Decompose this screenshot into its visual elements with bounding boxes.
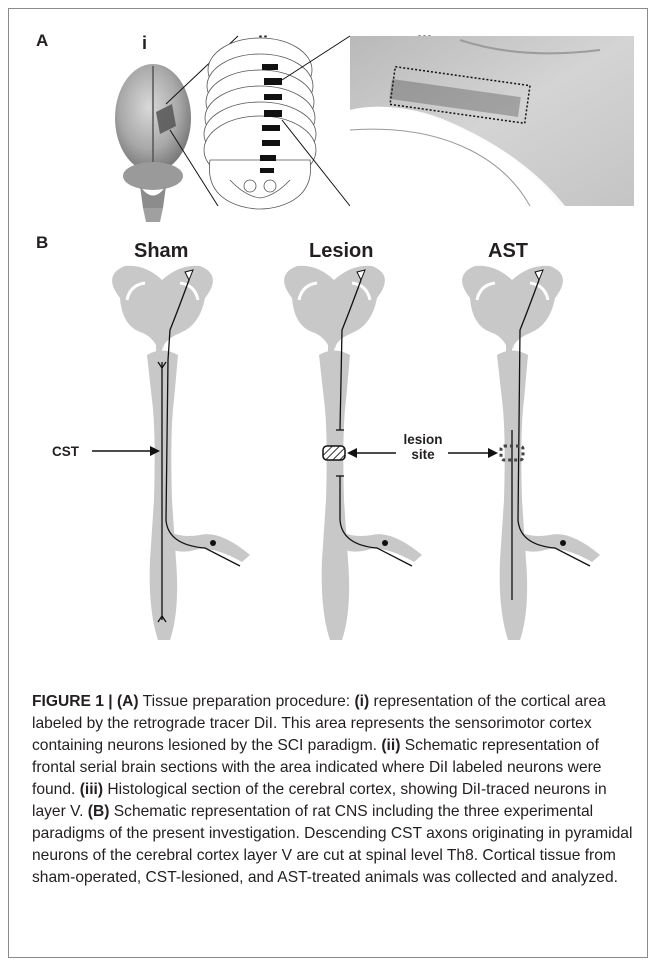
lesion-site-arrow-left (347, 448, 396, 458)
caption-text: Tissue preparation procedure: (139, 693, 355, 710)
lesion-site-annotation: lesion site (398, 432, 448, 462)
caption-ref: (i) (354, 693, 369, 710)
serial-brain-sections (204, 38, 316, 209)
caption-ref: (B) (88, 803, 110, 820)
schematic-sham (112, 266, 250, 640)
caption-body: (A) Tissue preparation procedure: (i) re… (32, 693, 632, 886)
figure-caption: FIGURE 1 | (A) Tissue preparation proced… (32, 691, 637, 889)
caption-ref: (ii) (381, 737, 400, 754)
cst-annotation: CST (52, 444, 79, 459)
caption-ref: (iii) (80, 781, 103, 798)
brain-dorsal-view (115, 64, 191, 222)
lesion-site-arrow-right (448, 448, 498, 458)
caption-ref: (A) (113, 693, 139, 710)
cst-arrow (92, 446, 160, 456)
caption-text: Schematic representation of rat CNS incl… (32, 803, 632, 886)
histological-section (350, 36, 634, 206)
lesion-site-line2: site (411, 447, 434, 462)
figure-label: FIGURE 1 | (32, 693, 113, 710)
lesion-site-line1: lesion (403, 432, 442, 447)
